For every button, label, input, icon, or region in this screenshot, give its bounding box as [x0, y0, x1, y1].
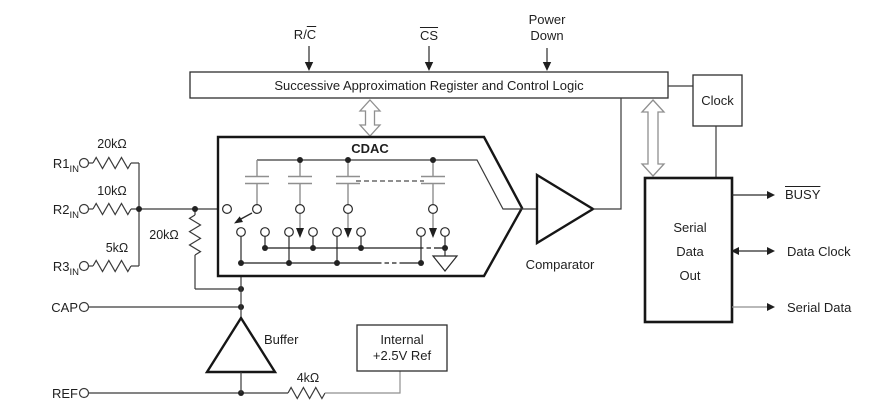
internal-ref-label: Internal+2.5V Ref	[372, 332, 432, 363]
terminal-ref	[78, 387, 90, 399]
hollow-arrow-sar-serial	[640, 99, 666, 177]
serial-box-line2: Data	[676, 244, 704, 259]
pin-label-cap: CAP	[51, 300, 78, 315]
pin-label-r1in: R1IN	[52, 156, 79, 175]
resistor-5k-r3	[92, 259, 132, 273]
cdac-block	[216, 135, 537, 278]
terminal-r1in	[78, 157, 90, 169]
internal-ref-box	[356, 324, 448, 372]
busy-arrow	[732, 191, 775, 199]
serial-box-line1: Serial	[673, 220, 707, 235]
input-switch-contact	[222, 204, 233, 215]
serial-box-line3: Out	[679, 268, 701, 283]
cdac-outline	[216, 135, 524, 278]
pin-label-r3in: R3IN	[52, 259, 79, 278]
resistor-4k-ref	[287, 386, 326, 400]
resistor-label-20k-r1: 20kΩ	[97, 137, 127, 151]
switch-pole-circles	[222, 204, 439, 215]
terminal-cap	[78, 301, 90, 313]
switch-throw-arrows	[296, 214, 437, 238]
rc-label: R/C	[293, 27, 317, 42]
control-input-arrows	[304, 46, 552, 71]
capacitor-1	[245, 160, 269, 205]
cs-input-arrow	[424, 46, 434, 71]
sar-label: Successive Approximation Register and Co…	[274, 77, 584, 93]
power-down-input-arrow	[542, 48, 552, 71]
buffer-label: Buffer	[264, 332, 299, 347]
terminal-r3in	[78, 260, 90, 272]
pin-label-r2in: R2IN	[52, 202, 79, 221]
cdac-top-rail	[257, 159, 537, 210]
clock-label: Clock	[701, 93, 734, 108]
throw-contact-circles	[236, 227, 450, 237]
capacitor-array	[245, 160, 445, 205]
ground-symbol	[431, 248, 459, 272]
serial-data-out-box	[643, 176, 734, 324]
comparator-triangle	[535, 98, 622, 246]
pin-label-ref: REF	[52, 386, 78, 401]
switch-buses	[241, 247, 445, 264]
rc-input-arrow	[304, 46, 314, 71]
comparator-output-wire	[593, 98, 622, 210]
comparator-label: Comparator	[525, 257, 595, 272]
output-label-busy: BUSY	[785, 187, 821, 202]
buffer-triangle	[204, 276, 278, 393]
input-switch-wiper	[234, 212, 253, 224]
terminal-r2in	[78, 203, 90, 215]
resistor-label-5k-r3: 5kΩ	[105, 241, 129, 255]
contact-stems	[240, 236, 446, 263]
serial-data-arrow	[732, 303, 775, 311]
input-resistor-network	[78, 156, 401, 400]
clock-box	[668, 74, 743, 178]
resistor-label-4k-ref: 4kΩ	[296, 371, 320, 385]
resistor-20k-shunt	[188, 214, 202, 256]
bus-junction-dots	[238, 245, 448, 266]
cs-label: CS	[419, 28, 439, 43]
sar-box	[189, 71, 669, 99]
ref-box-wire	[325, 371, 401, 394]
resistor-10k-r2	[92, 202, 132, 216]
output-label-serial-data: Serial Data	[787, 300, 852, 315]
resistor-20k-r1	[92, 156, 132, 170]
output-label-data-clock: Data Clock	[787, 244, 851, 259]
cdac-label: CDAC	[351, 141, 389, 156]
resistor-label-20k-shunt: 20kΩ	[149, 228, 179, 242]
data-clock-arrow	[731, 247, 775, 255]
hollow-arrow-sar-cdac	[358, 99, 382, 137]
resistor-label-10k-r2: 10kΩ	[97, 184, 127, 198]
